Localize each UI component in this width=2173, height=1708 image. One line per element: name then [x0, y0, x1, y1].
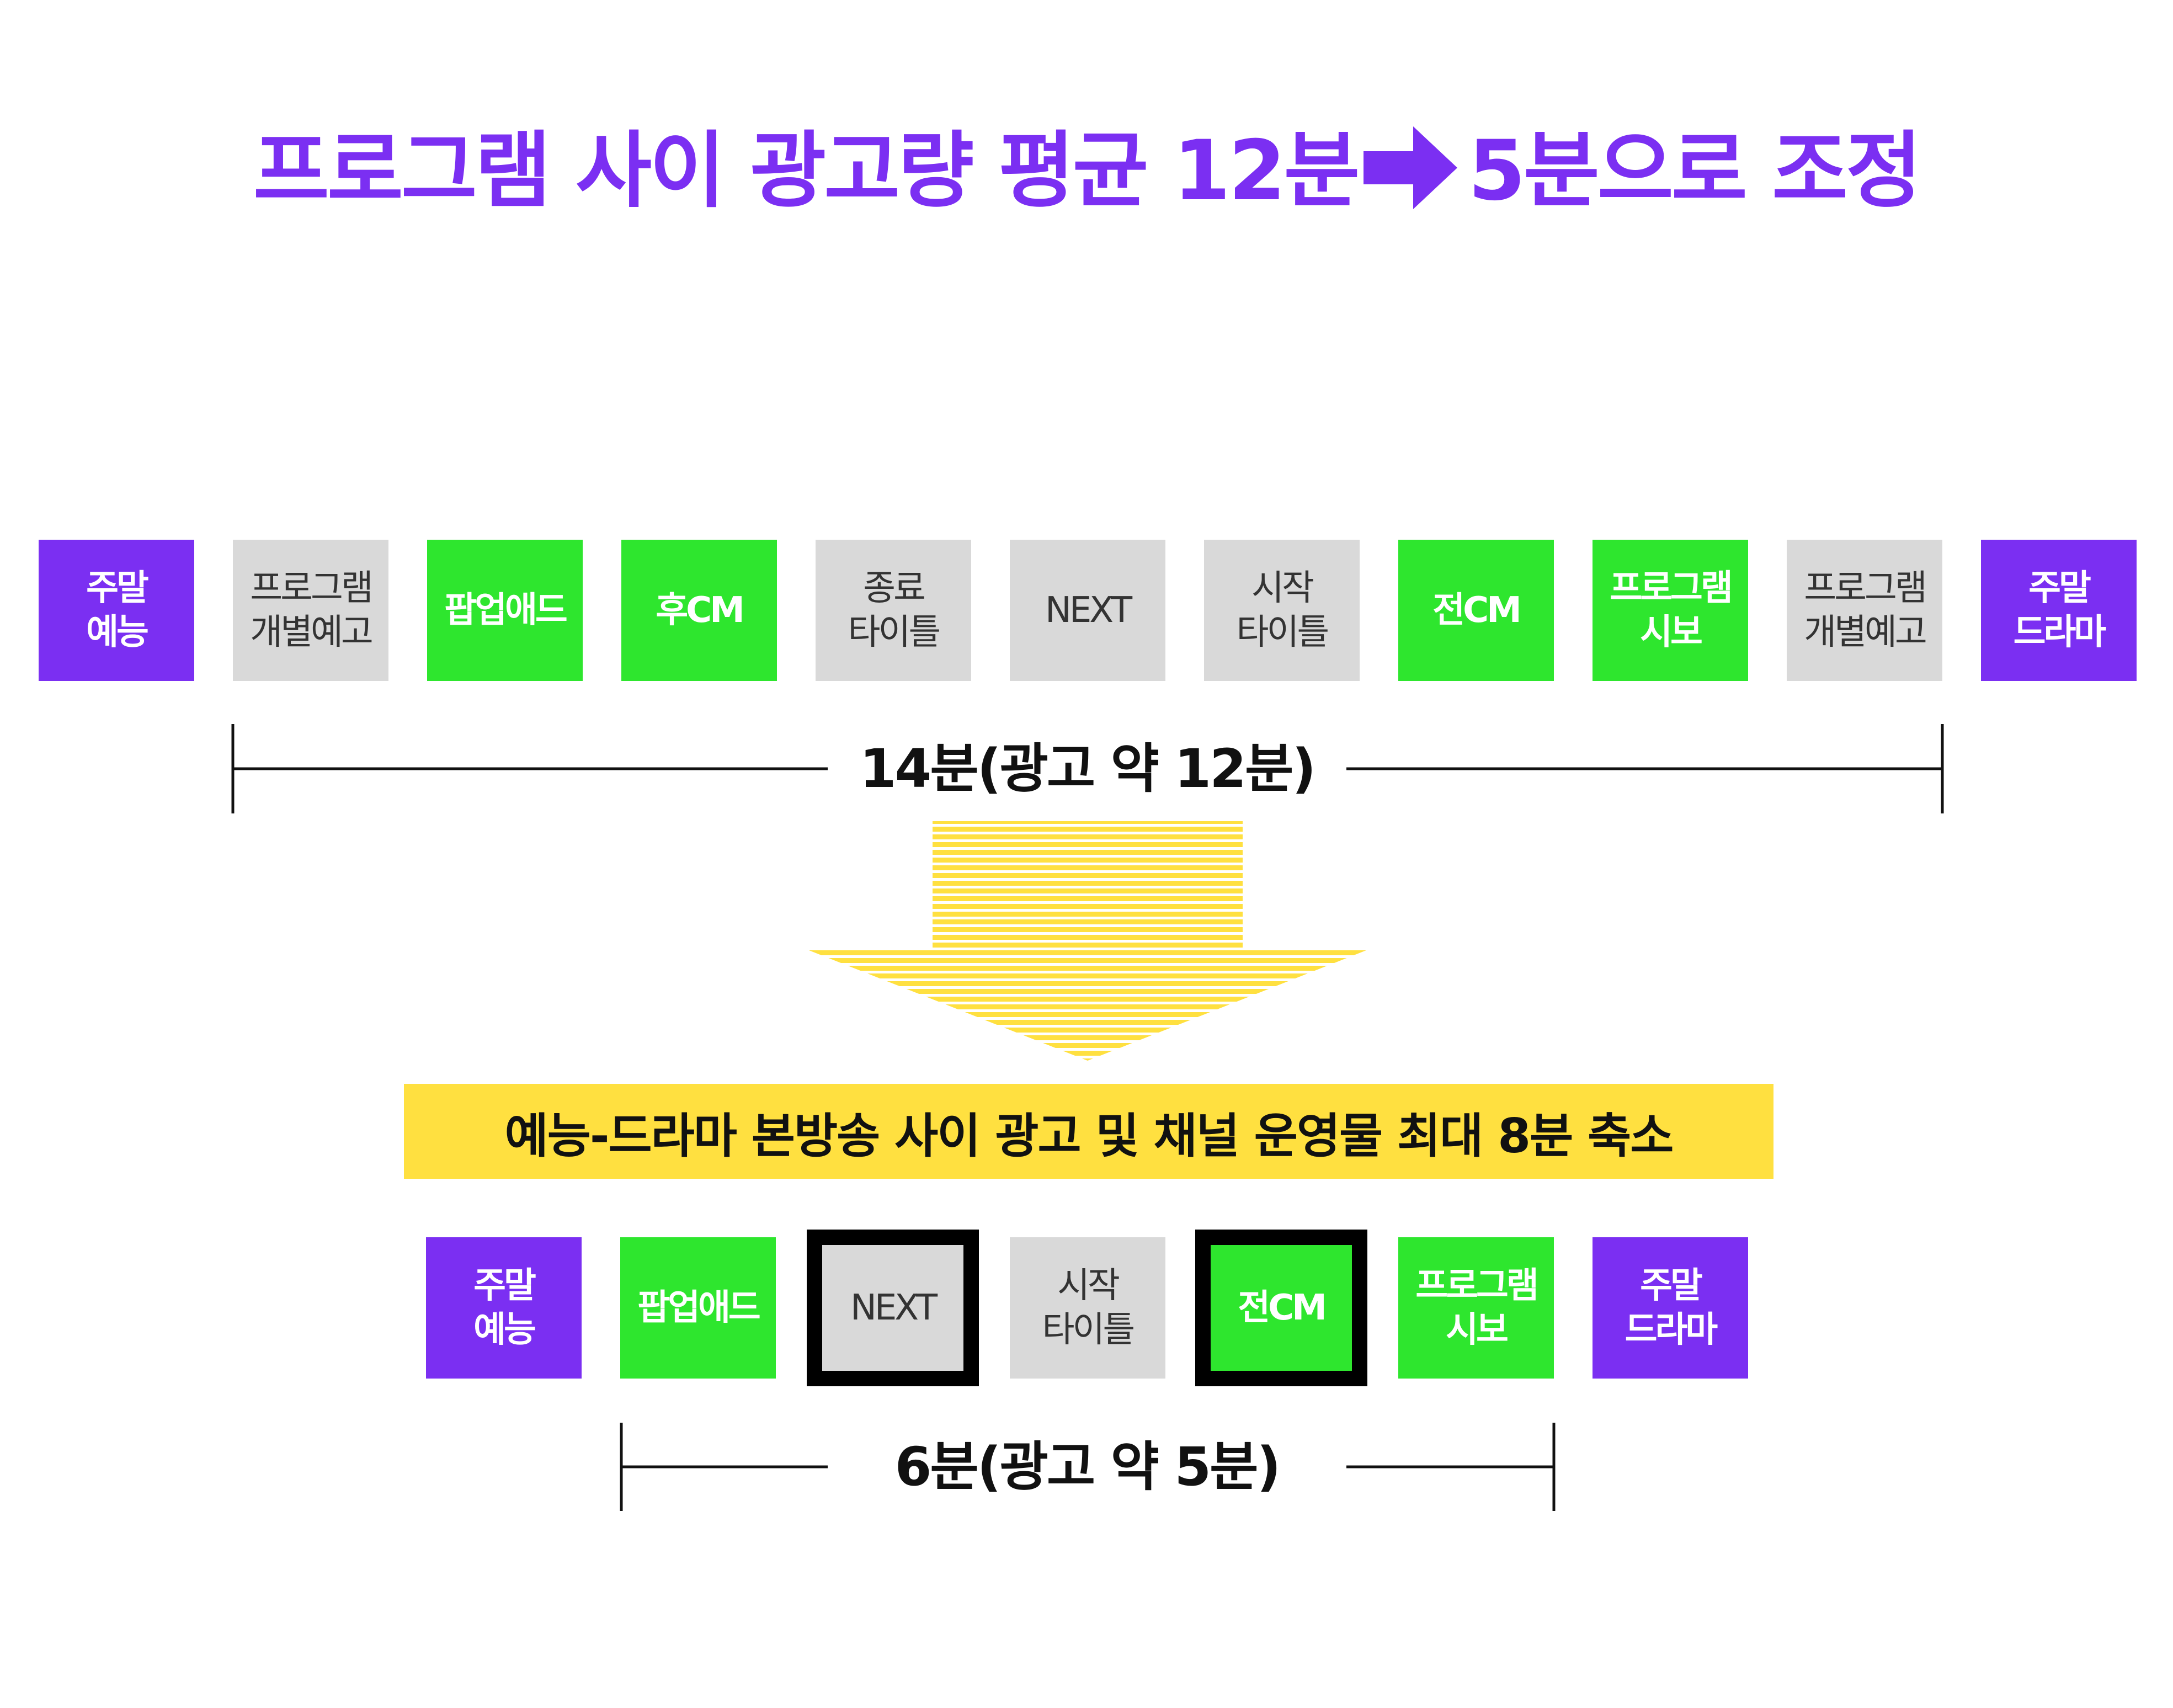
- block-weekend-drama: 주말 드라마: [1981, 540, 2137, 681]
- reduction-banner: 예능-드라마 본방송 사이 광고 및 채널 운영물 최대 8분 축소: [404, 1084, 1773, 1179]
- block-post-cm: 후CM: [621, 540, 777, 681]
- block-program-timesignal: 프로그램 시보: [1593, 540, 1748, 681]
- before-timeline: 주말 예능 프로그램 개별예고 팝업애드 후CM 종료 타이틀 NEXT 시작 …: [0, 540, 2173, 683]
- block-program-preview-2: 프로그램 개별예고: [1787, 540, 1942, 681]
- block-pre-cm: 전CM: [1398, 540, 1554, 681]
- block-weekend-variety: 주말 예능: [426, 1237, 582, 1379]
- after-span-label: 6분(광고 약 5분): [828, 1434, 1346, 1500]
- block-popup-ad: 팝업애드: [427, 540, 583, 681]
- block-start-title: 시작 타이틀: [1204, 540, 1360, 681]
- block-program-timesignal: 프로그램 시보: [1398, 1237, 1554, 1379]
- block-weekend-drama: 주말 드라마: [1593, 1237, 1748, 1379]
- after-timeline: 주말 예능 팝업애드 NEXT 시작 타이틀 전CM 프로그램 시보 주말 드라…: [0, 1230, 2173, 1386]
- block-pre-cm-highlighted: 전CM: [1195, 1230, 1367, 1386]
- banner-text: 예능-드라마 본방송 사이 광고 및 채널 운영물 최대 8분 축소: [504, 1108, 1674, 1164]
- block-weekend-variety: 주말 예능: [39, 540, 194, 681]
- block-program-preview: 프로그램 개별예고: [233, 540, 388, 681]
- block-next-highlighted: NEXT: [807, 1230, 979, 1386]
- diagram-title: 프로그램 사이 광고량 평균 12분 5분으로 조정: [0, 116, 2173, 226]
- block-next: NEXT: [1010, 540, 1165, 681]
- block-start-title: 시작 타이틀: [1010, 1237, 1165, 1379]
- block-end-title: 종료 타이틀: [816, 540, 971, 681]
- down-arrow-icon: [809, 821, 1366, 1061]
- block-popup-ad: 팝업애드: [620, 1237, 776, 1379]
- right-arrow-icon: [1363, 126, 1457, 209]
- title-after-arrow: 5분으로 조정: [1468, 123, 1922, 219]
- title-before-arrow: 프로그램 사이 광고량 평균 12분: [253, 123, 1360, 219]
- before-span-label: 14분(광고 약 12분): [828, 736, 1346, 802]
